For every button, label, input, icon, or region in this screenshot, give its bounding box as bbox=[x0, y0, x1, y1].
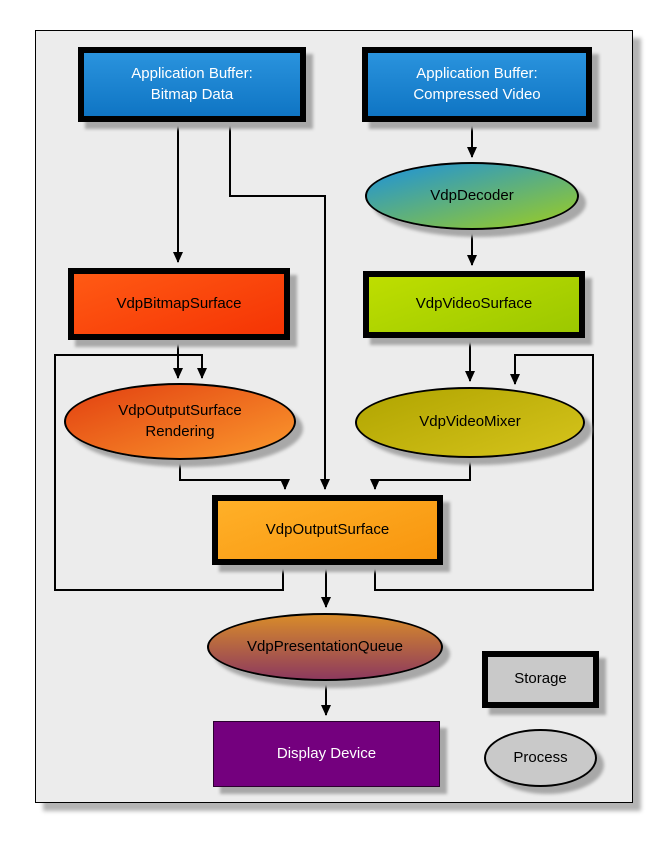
node-label: VdpVideoMixer bbox=[419, 413, 521, 431]
node-application-buffer-bitmap: Application Buffer: Bitmap Data bbox=[78, 47, 306, 122]
node-label: VdpOutputSurface Rendering bbox=[118, 402, 242, 440]
node-label: VdpDecoder bbox=[430, 186, 514, 204]
legend-process: Process bbox=[484, 729, 597, 787]
node-label: VdpBitmapSurface bbox=[116, 294, 242, 312]
node-vdpbitmapsurface: VdpBitmapSurface bbox=[68, 268, 290, 340]
node-display-device: Display Device bbox=[213, 721, 440, 787]
legend-storage-label: Storage bbox=[514, 670, 567, 688]
node-label: VdpVideoSurface bbox=[415, 295, 533, 313]
legend-process-label: Process bbox=[513, 748, 568, 766]
node-vdpvideomixer: VdpVideoMixer bbox=[355, 387, 585, 458]
node-vdpvideosurface: VdpVideoSurface bbox=[363, 271, 585, 338]
node-vdpoutputsurface: VdpOutputSurface bbox=[212, 495, 443, 565]
node-label: Display Device bbox=[276, 744, 377, 762]
node-label: Application Buffer: Bitmap Data bbox=[131, 65, 253, 103]
node-vdpdecoder: VdpDecoder bbox=[365, 162, 579, 230]
node-application-buffer-compressed-video: Application Buffer: Compressed Video bbox=[362, 47, 592, 122]
legend-storage: Storage bbox=[482, 651, 599, 708]
node-label: Application Buffer: Compressed Video bbox=[413, 65, 541, 103]
node-label: VdpPresentationQueue bbox=[247, 637, 403, 655]
node-vdppresentationqueue: VdpPresentationQueue bbox=[207, 613, 443, 681]
node-vdpoutputsurface-rendering: VdpOutputSurface Rendering bbox=[64, 383, 296, 460]
node-label: VdpOutputSurface bbox=[265, 520, 390, 538]
